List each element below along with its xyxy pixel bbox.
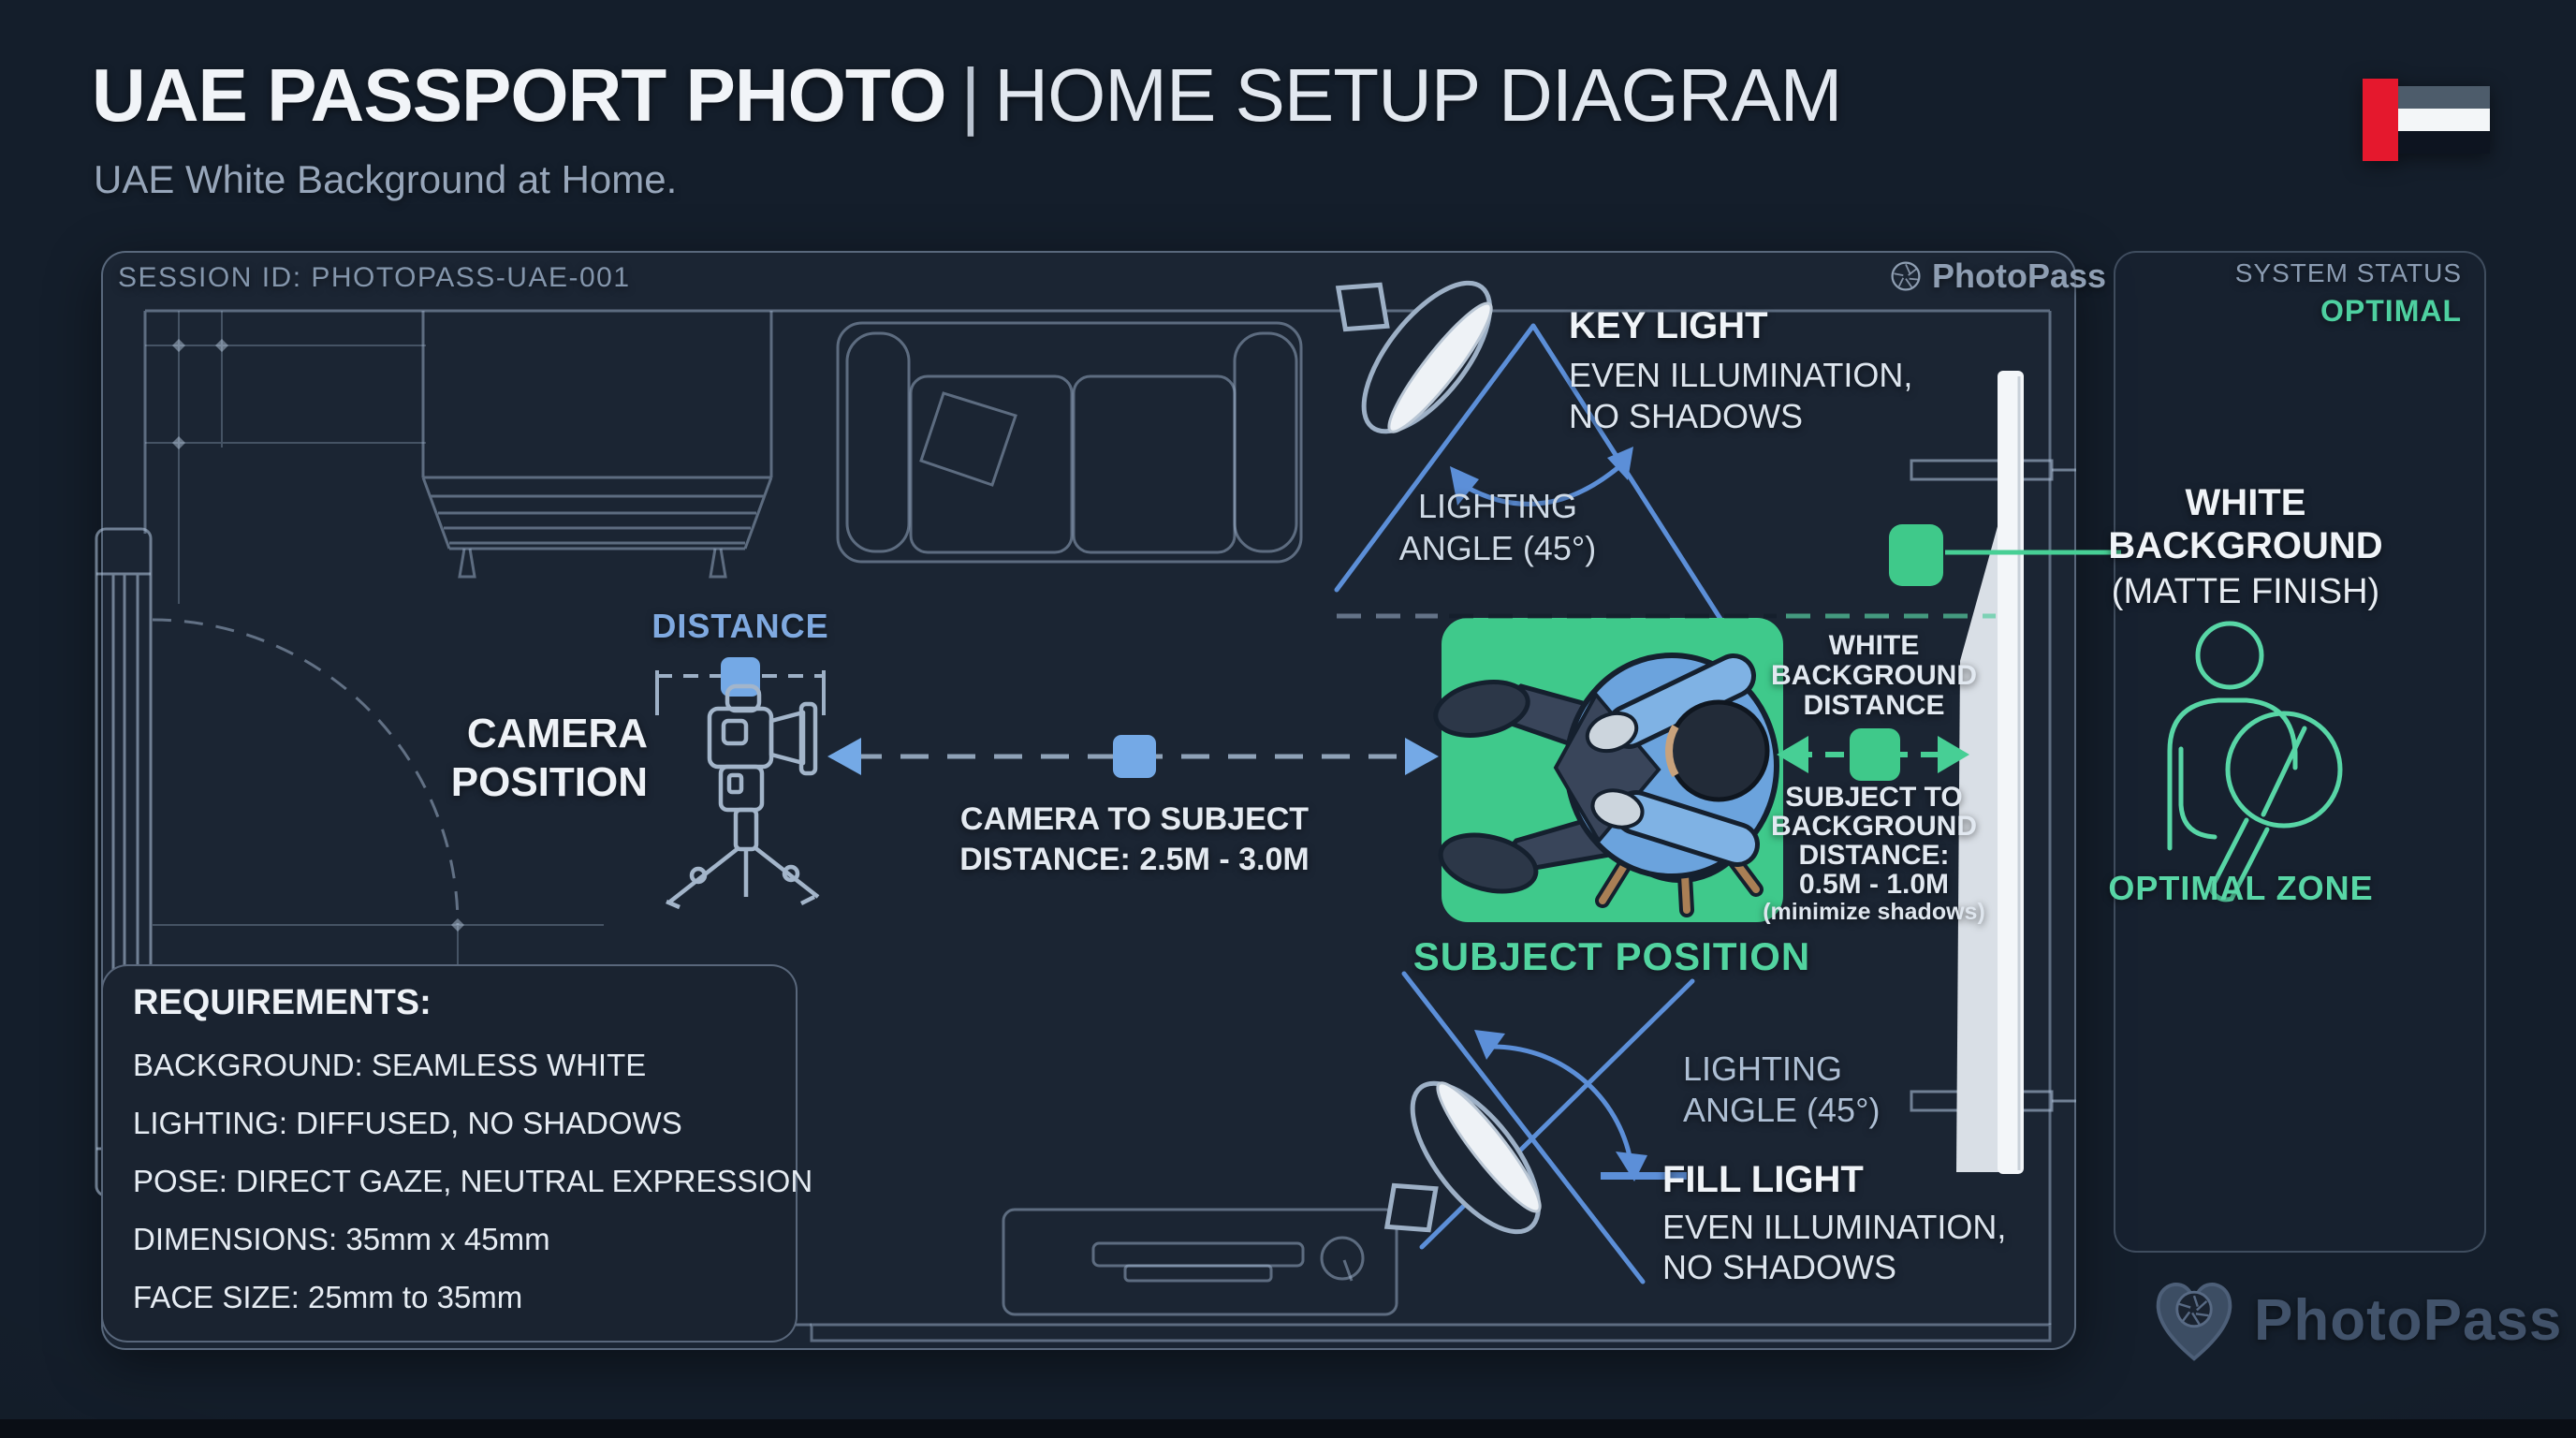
requirement-item: POSE: DIRECT GAZE, NEUTRAL EXPRESSION: [133, 1164, 813, 1198]
fill-light-desc-2: NO SHADOWS: [1662, 1248, 1897, 1286]
white-background-label: WHITE BACKGROUND (MATTE FINISH): [2108, 481, 2382, 616]
system-status: SYSTEM STATUS OPTIMAL: [2235, 258, 2462, 329]
page-title-separator: |: [960, 53, 981, 137]
backdrop-marker: [1889, 524, 2121, 586]
key-light-angle-label: LIGHTING ANGLE (45°): [1399, 485, 1596, 569]
fill-light-desc-1: EVEN ILLUMINATION,: [1662, 1208, 2007, 1246]
aperture-icon: [1891, 261, 1921, 291]
subject-to-background-label: SUBJECT TO BACKGROUND DISTANCE: 0.5M - 1…: [1771, 783, 1977, 899]
key-light-angle-2: ANGLE (45°): [1398, 529, 1597, 567]
fill-light-angle-label: LIGHTING ANGLE (45°): [1683, 1049, 1880, 1131]
sofa: [836, 321, 1303, 564]
side-info-panel: [2114, 251, 2486, 1253]
heart-aperture-pin-icon: [2156, 1283, 2232, 1361]
optimal-zone-label: OPTIMAL ZONE: [2108, 869, 2374, 907]
minimize-shadows-note: (minimize shadows): [1763, 899, 1985, 925]
uae-flag-stripe-middle: [2398, 109, 2490, 131]
camera-subject-distance-line: [827, 735, 1439, 778]
room-outline: [143, 309, 2052, 1343]
wbd-3: DISTANCE: [1803, 690, 1945, 721]
background-distance-arrow: [1777, 728, 1969, 781]
key-light-title: KEY LIGHT: [1569, 305, 1768, 346]
bottom-letterbox-bar: [0, 1419, 2576, 1438]
requirement-item: FACE SIZE: 25mm to 35mm: [133, 1280, 523, 1314]
camera-to-subject-1: CAMERA TO SUBJECT: [959, 801, 1310, 837]
person-magnifier-icon: [2167, 621, 2343, 902]
requirements-box: [101, 964, 798, 1343]
page-subtitle: UAE White Background at Home.: [94, 157, 678, 201]
white-background-2: BACKGROUND: [2108, 525, 2383, 566]
key-light-desc-2: NO SHADOWS: [1569, 397, 1804, 435]
brand-logo-top: PhotoPass: [1889, 257, 2106, 296]
wbd-1: WHITE: [1828, 630, 1920, 661]
session-id: SESSION ID: PHOTOPASS-UAE-001: [118, 262, 631, 293]
wbd-2: BACKGROUND: [1771, 660, 1977, 691]
uae-flag-icon: [2363, 79, 2492, 161]
camera-to-subject-label: CAMERA TO SUBJECT DISTANCE: 2.5M - 3.0M: [959, 800, 1309, 880]
key-light-label: KEY LIGHT EVEN ILLUMINATION, NO SHADOWS: [1569, 305, 1912, 437]
requirement-item: BACKGROUND: SEAMLESS WHITE: [133, 1048, 647, 1082]
subject-position-label: SUBJECT POSITION: [1412, 934, 1811, 978]
key-light-desc-1: EVEN ILLUMINATION,: [1569, 356, 1913, 394]
uae-flag-stripes: [2398, 86, 2490, 154]
camera-distance-bracket: [655, 657, 826, 715]
page-title-rest: HOME SETUP DIAGRAM: [994, 53, 1842, 137]
requirement-item: LIGHTING: DIFFUSED, NO SHADOWS: [133, 1106, 682, 1140]
key-light-angle-lines: [1334, 323, 1751, 666]
uae-flag-stripe-bottom: [2398, 131, 2490, 154]
stb-4: 0.5M - 1.0M: [1798, 869, 1950, 900]
brand-name-bottom: PhotoPass: [2254, 1287, 2563, 1353]
cabinet: [421, 311, 773, 579]
system-status-value: OPTIMAL: [2320, 294, 2462, 328]
fill-light-label: FILL LIGHT EVEN ILLUMINATION, NO SHADOWS: [1662, 1159, 2006, 1287]
page-title-main: UAE PASSPORT PHOTO: [92, 53, 947, 137]
uae-flag-red-bar: [2363, 79, 2398, 161]
white-backdrop: [1956, 371, 2024, 1174]
camera-position-label: CAMERA POSITION: [451, 710, 648, 807]
requirements-title: REQUIREMENTS:: [133, 983, 432, 1022]
fill-light-icon: [1332, 1064, 1561, 1297]
key-light-angle-1: LIGHTING: [1417, 487, 1577, 525]
page-title: UAE PASSPORT PHOTO|HOME SETUP DIAGRAM: [92, 52, 1842, 139]
white-background-3: (MATTE FINISH): [2111, 572, 2380, 611]
brand-logo-bottom: PhotoPass: [2149, 1273, 2562, 1367]
distance-label: DISTANCE: [651, 607, 829, 645]
camera-to-subject-2: DISTANCE: 2.5M - 3.0M: [959, 842, 1310, 877]
camera-position-2: POSITION: [450, 759, 648, 805]
key-light-icon: [1283, 218, 1513, 451]
media-console: [1002, 1208, 1398, 1316]
stb-3: DISTANCE:: [1798, 840, 1950, 871]
uae-flag-stripe-top: [2398, 86, 2490, 109]
white-background-1: WHITE: [2185, 482, 2306, 523]
requirements-list: REQUIREMENTS: BACKGROUND: SEAMLESS WHITE…: [133, 983, 812, 1338]
camera-tripod-icon: [666, 683, 820, 910]
person-top-view: [1433, 613, 1779, 917]
fill-light-angle-2: ANGLE (45°): [1683, 1091, 1881, 1129]
white-background-distance-label: WHITE BACKGROUND DISTANCE: [1771, 631, 1977, 721]
grid-lines: [145, 311, 426, 604]
camera-position-1: CAMERA: [466, 711, 648, 756]
fill-light-angle-1: LIGHTING: [1683, 1049, 1843, 1088]
fill-light-title: FILL LIGHT: [1662, 1159, 1864, 1200]
system-status-label: SYSTEM STATUS: [2234, 258, 2462, 287]
stb-1: SUBJECT TO: [1785, 782, 1963, 813]
brand-name-top: PhotoPass: [1932, 257, 2107, 295]
requirement-item: DIMENSIONS: 35mm x 45mm: [133, 1222, 550, 1256]
stb-2: BACKGROUND: [1771, 811, 1977, 842]
